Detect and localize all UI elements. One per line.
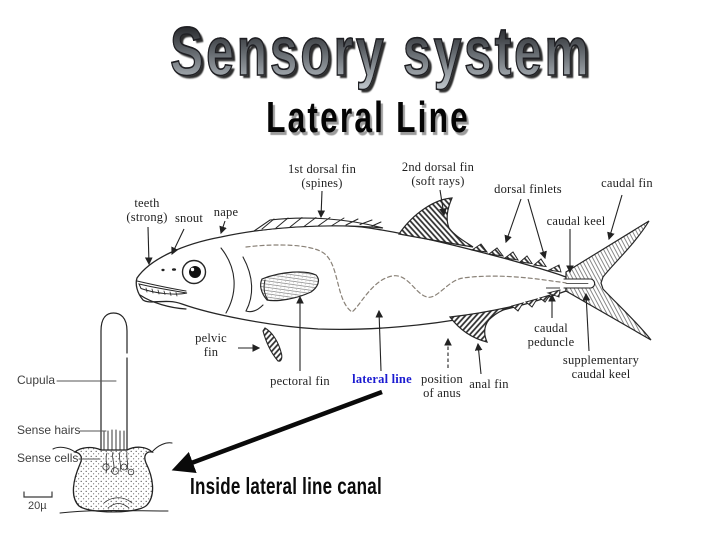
dorsal-finlets-shape <box>470 243 548 268</box>
label-anal-fin: anal fin <box>469 377 509 391</box>
second-dorsal-fin-shape <box>397 197 474 248</box>
fish-gill-covers <box>220 247 264 314</box>
label-dorsal-finlets: dorsal finlets <box>494 182 562 196</box>
cupula-shape <box>100 312 128 453</box>
fish-eye <box>161 259 207 285</box>
label-cupula: Cupula <box>17 373 56 387</box>
first-dorsal-fin-shape <box>253 217 384 232</box>
label-second-dorsal-fin: 2nd dorsal fin (soft rays) <box>401 160 475 188</box>
slide-title-text: Sensory system <box>170 13 592 90</box>
label-pectoral-fin: pectoral fin <box>270 374 330 388</box>
label-lateral-line: lateral line <box>352 372 412 386</box>
label-sense-cells: Sense cells <box>17 451 79 465</box>
anal-fin-shape <box>448 305 515 343</box>
caudal-fin-shape <box>546 220 652 341</box>
label-pelvic-fin: pelvic fin <box>195 331 227 359</box>
pelvic-fin-shape <box>262 327 283 362</box>
lateral-line-curve <box>245 244 567 313</box>
pectoral-fin-shape <box>260 271 320 302</box>
label-caudal-peduncle: caudal peduncle <box>527 321 575 349</box>
slide-subtitle: Lateral Line <box>266 94 651 141</box>
label-caudal-fin: caudal fin <box>601 176 653 190</box>
fish-illustration <box>135 197 652 362</box>
label-caudal-keel: caudal keel <box>546 214 606 228</box>
fish-mouth <box>136 280 188 310</box>
sense-hairs-shape <box>103 429 125 459</box>
ventral-finlets-shape <box>510 294 552 312</box>
label-supplementary-caudal-keel: supplementary caudal keel <box>562 353 640 381</box>
label-pointer-lines <box>144 189 623 375</box>
scale-bar <box>23 491 53 498</box>
big-arrow <box>171 389 383 474</box>
label-nape: nape <box>213 205 239 219</box>
scale-bar-label: 20µ <box>28 500 47 512</box>
neuromast-illustration <box>23 312 173 514</box>
label-position-of-anus: position of anus <box>421 372 463 400</box>
fish-body-outline <box>135 224 567 331</box>
label-snout: snout <box>174 211 204 225</box>
caption-inside-lateral-line-canal: Inside lateral line canal <box>190 473 382 499</box>
label-teeth: teeth (strong) <box>126 196 168 224</box>
slide-title-shadow: Sensory system <box>173 18 594 91</box>
label-first-dorsal-fin: 1st dorsal fin (spines) <box>287 162 357 190</box>
slide-subtitle-text: Lateral Line <box>266 93 470 142</box>
slide-title: Sensory system Sensory system <box>170 14 720 90</box>
label-sense-hairs: Sense hairs <box>17 423 81 437</box>
